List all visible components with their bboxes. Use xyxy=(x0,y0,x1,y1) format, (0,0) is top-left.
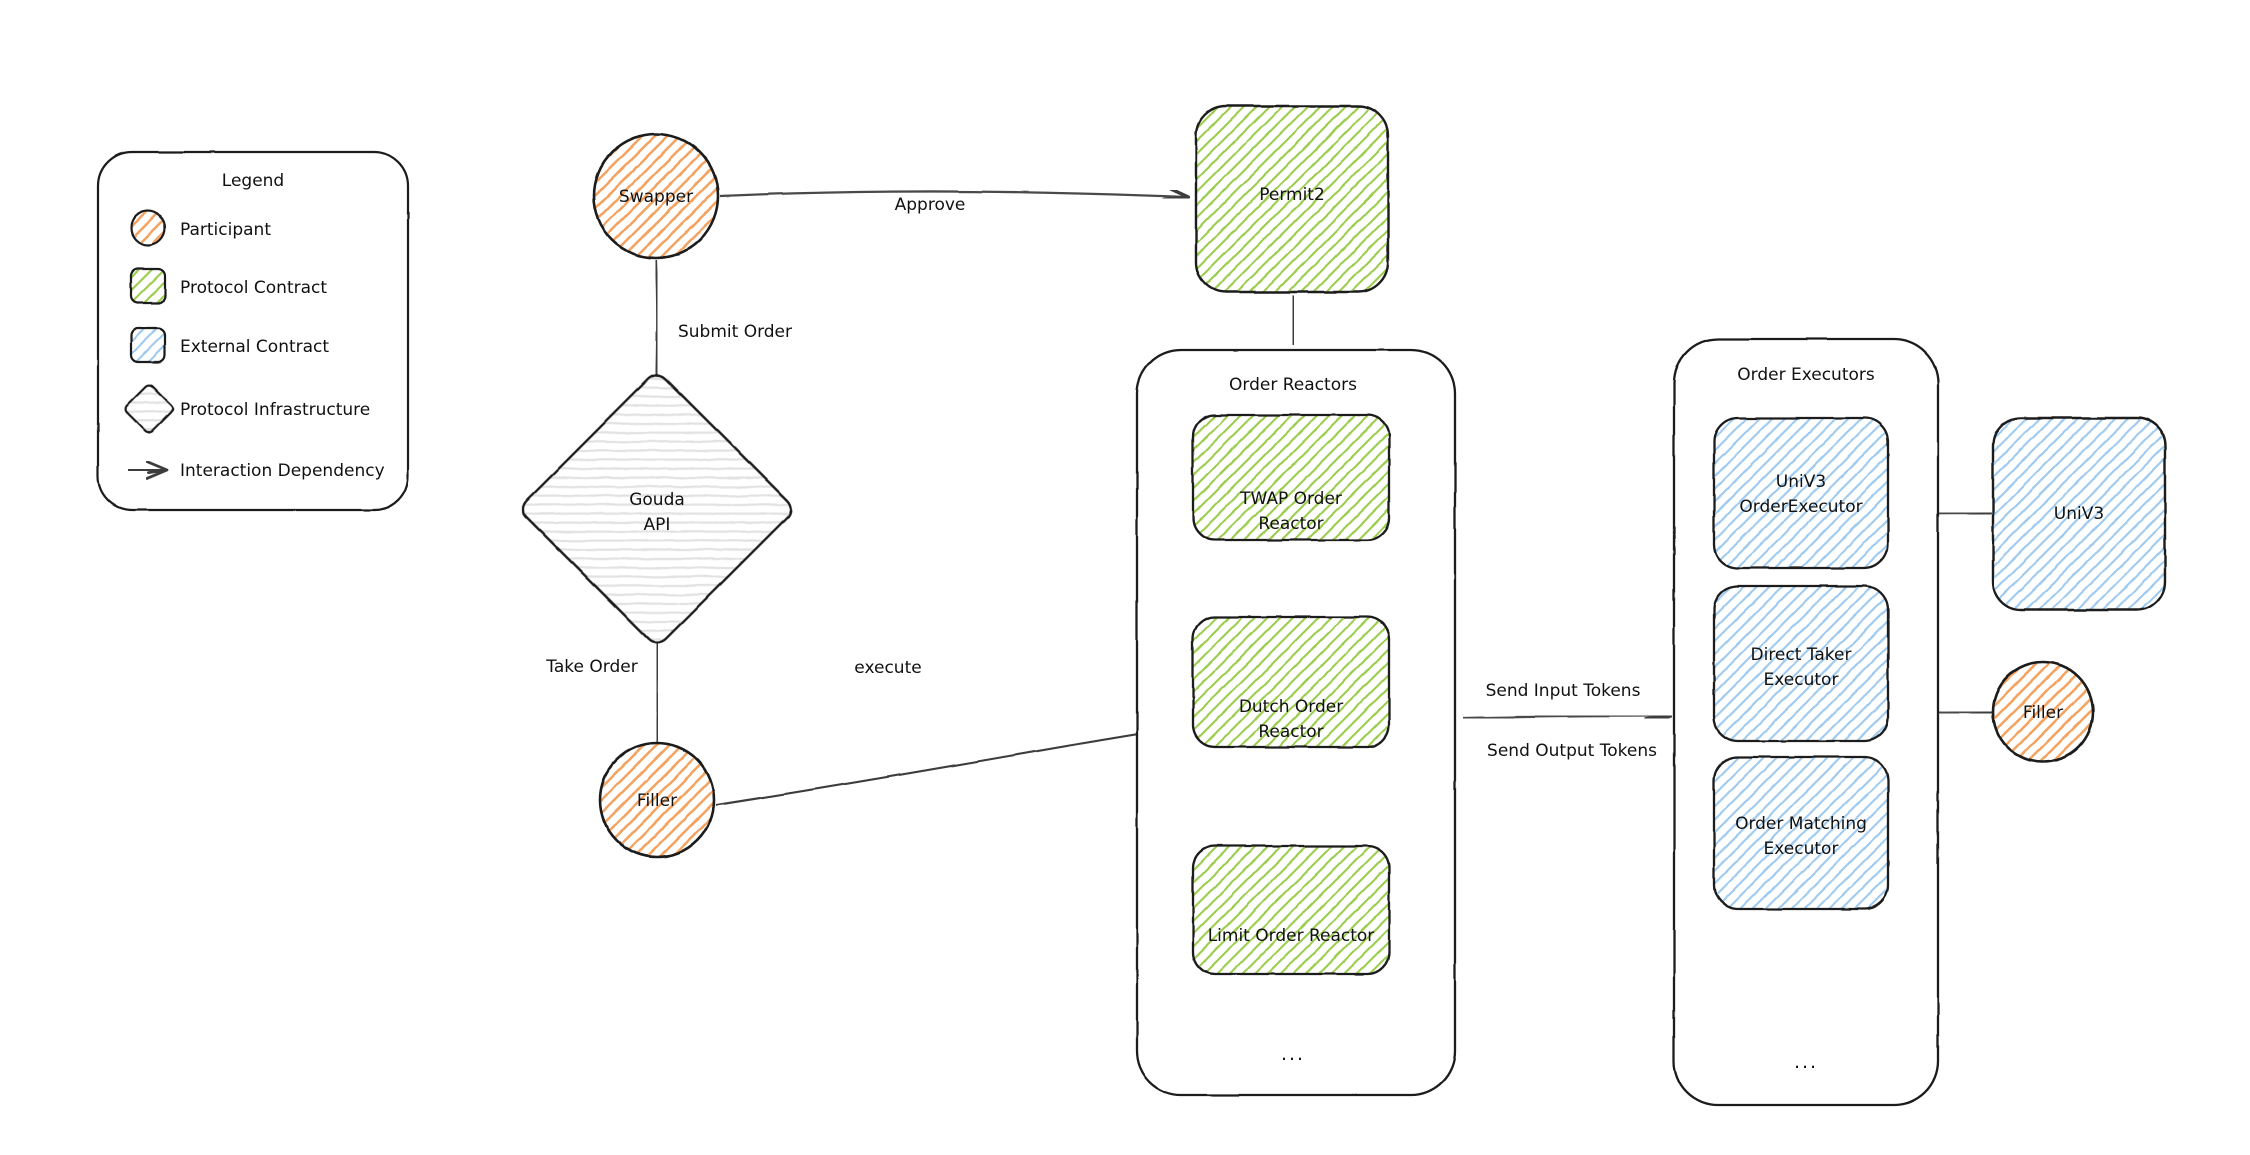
participant-swatch-icon xyxy=(129,209,167,247)
node-direct-taker-executor[interactable]: Direct Taker Executor xyxy=(1712,584,1890,743)
edge-execute-line xyxy=(715,726,1190,807)
legend-item-protocol-contract: Protocol Contract xyxy=(129,267,327,305)
permit2-label: Permit2 xyxy=(1259,185,1325,205)
edge-label-send-input-tokens: Send Input Tokens xyxy=(1486,681,1641,701)
direct-taker-executor-label-1: Direct Taker xyxy=(1751,645,1852,665)
legend-item-interaction-dependency: Interaction Dependency xyxy=(128,461,385,481)
edge-approve: Approve xyxy=(719,191,1186,215)
univ3-order-executor-box[interactable] xyxy=(1712,416,1890,570)
twap-order-reactor-box[interactable] xyxy=(1191,413,1391,542)
edge-layer: Approve Submit Order Take Order execute … xyxy=(545,191,1990,807)
order-matching-executor-label-1: Order Matching xyxy=(1735,814,1867,834)
legend-label-protocol-contract: Protocol Contract xyxy=(180,278,327,298)
direct-taker-executor-label-2: Executor xyxy=(1764,670,1839,690)
group-order-executors: Order Executors UniV3 OrderExecutor Dire… xyxy=(1672,337,1940,1107)
permit2-box[interactable] xyxy=(1194,104,1390,294)
legend-label-external-contract: External Contract xyxy=(180,337,329,357)
node-dutch-order-reactor[interactable]: Dutch Order Reactor xyxy=(1191,615,1391,749)
legend-title: Legend xyxy=(222,171,284,191)
legend-item-external-contract: External Contract xyxy=(129,326,329,364)
swapper-label: Swapper xyxy=(619,187,693,207)
node-filler-right[interactable]: Filler xyxy=(1991,660,2095,764)
order-executors-title: Order Executors xyxy=(1737,365,1875,385)
univ3-label: UniV3 xyxy=(2054,504,2104,524)
edge-label-send-output-tokens: Send Output Tokens xyxy=(1487,741,1657,761)
filler-left-circle[interactable] xyxy=(598,741,716,859)
group-order-reactors: Order Reactors TWAP Order Reactor Dutch … xyxy=(1135,348,1457,1097)
twap-order-reactor-label-2: Reactor xyxy=(1258,514,1323,534)
legend-border xyxy=(96,150,410,512)
limit-order-reactor-box[interactable] xyxy=(1191,844,1391,976)
gouda-api-diamond[interactable] xyxy=(518,370,795,647)
order-executors-ellipsis: ... xyxy=(1794,1051,1818,1073)
dutch-order-reactor-label-2: Reactor xyxy=(1258,722,1323,742)
dutch-order-reactor-box[interactable] xyxy=(1191,615,1391,749)
swapper-circle[interactable] xyxy=(592,132,720,260)
node-univ3[interactable]: UniV3 xyxy=(1991,416,2167,612)
edge-send-input-tokens-line xyxy=(1462,716,1668,718)
legend-panel: Legend Participant Protocol Contract Ext… xyxy=(96,150,410,512)
node-order-matching-executor[interactable]: Order Matching Executor xyxy=(1712,755,1890,911)
univ3-order-executor-label-2: OrderExecutor xyxy=(1739,497,1862,517)
external-contract-swatch-icon xyxy=(129,326,167,364)
legend-item-participant: Participant xyxy=(129,209,271,247)
twap-order-reactor-label-1: TWAP Order xyxy=(1239,489,1342,509)
node-gouda-api[interactable]: Gouda API xyxy=(518,370,795,647)
node-univ3-order-executor[interactable]: UniV3 OrderExecutor xyxy=(1712,416,1890,570)
order-reactors-ellipsis: ... xyxy=(1281,1043,1305,1065)
univ3-order-executor-label-1: UniV3 xyxy=(1776,472,1826,492)
edge-label-submit-order: Submit Order xyxy=(678,322,792,342)
infrastructure-swatch-icon xyxy=(124,384,174,434)
filler-right-circle[interactable] xyxy=(1991,660,2095,764)
node-filler-left[interactable]: Filler xyxy=(598,741,716,859)
edge-label-execute: execute xyxy=(854,658,921,678)
edge-take-order: Take Order xyxy=(545,619,657,739)
legend-item-protocol-infrastructure: Protocol Infrastructure xyxy=(124,384,370,434)
edge-execute: execute xyxy=(715,658,1190,807)
edge-send-input-tokens: Send Input Tokens xyxy=(1462,681,1668,718)
order-matching-executor-box[interactable] xyxy=(1712,755,1890,911)
edge-submit-order: Submit Order xyxy=(656,259,792,396)
filler-right-label: Filler xyxy=(2023,703,2063,723)
order-matching-executor-label-2: Executor xyxy=(1764,839,1839,859)
order-reactors-title: Order Reactors xyxy=(1229,375,1357,395)
legend-label-participant: Participant xyxy=(180,220,271,240)
node-twap-order-reactor[interactable]: TWAP Order Reactor xyxy=(1191,413,1391,542)
univ3-box[interactable] xyxy=(1991,416,2167,612)
node-limit-order-reactor[interactable]: Limit Order Reactor xyxy=(1191,844,1391,976)
legend-label-protocol-infrastructure: Protocol Infrastructure xyxy=(180,400,370,420)
node-permit2[interactable]: Permit2 xyxy=(1194,104,1390,294)
edge-approve-line xyxy=(719,191,1186,197)
edge-send-output-tokens: Send Output Tokens xyxy=(1475,741,1668,772)
gouda-api-label-1: Gouda xyxy=(629,490,685,510)
protocol-contract-swatch-icon xyxy=(129,267,167,305)
limit-order-reactor-label-1: Limit Order Reactor xyxy=(1208,926,1375,946)
legend-label-interaction-dependency: Interaction Dependency xyxy=(180,461,385,481)
filler-left-label: Filler xyxy=(637,791,677,811)
node-swapper[interactable]: Swapper xyxy=(592,132,720,260)
dutch-order-reactor-label-1: Dutch Order xyxy=(1239,697,1343,717)
edge-label-approve: Approve xyxy=(895,195,966,215)
direct-taker-executor-box[interactable] xyxy=(1712,584,1890,743)
edge-label-take-order: Take Order xyxy=(545,657,637,677)
gouda-api-label-2: API xyxy=(644,515,671,535)
